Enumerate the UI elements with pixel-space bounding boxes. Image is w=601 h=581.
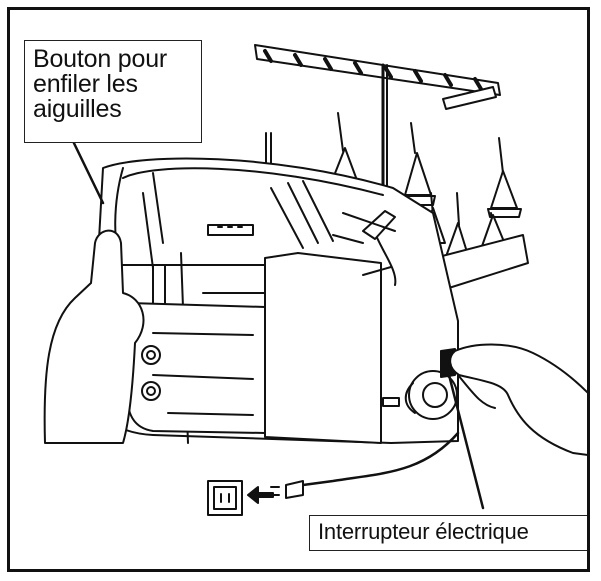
power-switch-label: Interrupteur électrique [318, 519, 529, 544]
needle-threader-label-line3: aiguilles [33, 95, 122, 123]
needle-threader-callout: Bouton pour enfiler les aiguilles [24, 40, 202, 143]
plug [285, 480, 304, 499]
power-switch-callout: Interrupteur électrique [309, 515, 587, 551]
diagram-frame: Bouton pour enfiler les aiguilles Interr… [7, 7, 590, 572]
needle-threader-label-line1: Bouton pour [33, 45, 168, 73]
leader-needle-threader [69, 135, 105, 205]
handwheel [404, 370, 458, 420]
wall-outlet [207, 480, 243, 516]
right-hand [449, 343, 587, 456]
power-cord [301, 431, 460, 487]
left-hand [43, 229, 145, 444]
needle-threader-label-line2: enfiler les [33, 70, 138, 98]
right-hand-finger [457, 374, 496, 409]
serger-machine-illustration [43, 44, 587, 516]
leader-power-switch [447, 373, 485, 510]
thread-stand-antenna [254, 44, 501, 200]
arrow-to-outlet-icon [247, 486, 274, 504]
knobs [141, 345, 161, 401]
front-panel [126, 302, 266, 434]
